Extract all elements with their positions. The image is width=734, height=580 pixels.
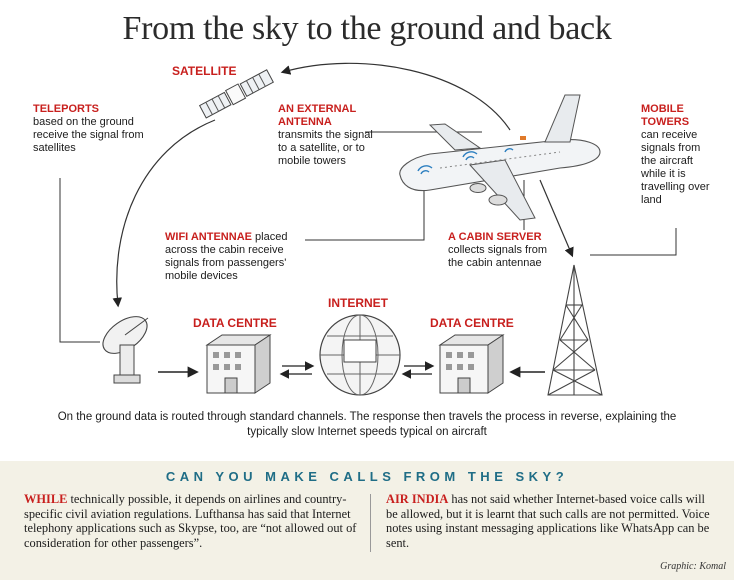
- panel-right-body: has not said whether Internet-based voic…: [386, 492, 710, 550]
- aircraft-icon: [399, 94, 601, 221]
- internet-globe-icon: [319, 314, 401, 396]
- arrow-antenna-to-satellite: [280, 62, 511, 131]
- towers-label: MOBILE TOWERS can receive signals from t…: [641, 103, 717, 207]
- teleports-label: TELEPORTS based on the ground receive th…: [33, 103, 145, 155]
- calls-panel-title: CAN YOU MAKE CALLS FROM THE SKY?: [165, 469, 569, 484]
- satellite-label: SATELLITE: [172, 64, 237, 78]
- teleport-dish-icon: [102, 316, 149, 384]
- data-centre-left-icon: [205, 334, 272, 394]
- graphic-credit: Graphic: Komal: [660, 561, 726, 572]
- leader-wifi: [305, 190, 425, 241]
- panel-divider: [370, 494, 371, 552]
- towers-label-head: MOBILE TOWERS: [641, 103, 690, 128]
- server-label-body: collects signals from the cabin antennae: [448, 244, 548, 269]
- panel-right-text: AIR INDIA has not said whether Internet-…: [386, 492, 712, 550]
- server-label: A CABIN SERVER collects signals from the…: [448, 231, 560, 270]
- page-title: From the sky to the ground and back: [122, 10, 612, 47]
- leader-teleports: [59, 178, 100, 343]
- antenna-label-body: transmits the signal to a satellite, or …: [278, 129, 373, 167]
- satellite-icon: [198, 69, 274, 119]
- towers-label-body: can receive signals from the aircraft wh…: [641, 129, 710, 206]
- data-centre-right-label: DATA CENTRE: [430, 316, 514, 330]
- wifi-label-head: WIFI ANTENNAE: [165, 231, 252, 243]
- data-centre-left-label: DATA CENTRE: [193, 316, 277, 330]
- arrow-plane-to-tower: [539, 179, 574, 258]
- panel-left-lead: WHILE: [24, 492, 68, 506]
- antenna-label-head: AN EXTERNAL ANTENNA: [278, 103, 357, 128]
- internet-label: INTERNET: [328, 296, 388, 310]
- mobile-tower-icon: [547, 264, 603, 396]
- arrow-satellite-to-teleport: [112, 119, 216, 308]
- leader-towers: [590, 228, 677, 256]
- routing-caption: On the ground data is routed through sta…: [57, 411, 677, 438]
- calls-panel: [0, 461, 734, 580]
- wifi-label: WIFI ANTENNAE placed across the cabin re…: [165, 231, 310, 283]
- teleports-label-body: based on the ground receive the signal f…: [33, 116, 144, 154]
- data-centre-right-icon: [438, 334, 505, 394]
- wifi-label-body: placed across the cabin receive signals …: [165, 231, 288, 282]
- server-label-head: A CABIN SERVER: [448, 231, 542, 243]
- antenna-label: AN EXTERNAL ANTENNA transmits the signal…: [278, 103, 378, 168]
- panel-left-body: technically possible, it depends on airl…: [24, 492, 357, 550]
- panel-right-lead: AIR INDIA: [386, 492, 449, 506]
- teleports-label-head: TELEPORTS: [33, 103, 100, 115]
- panel-left-text: WHILE technically possible, it depends o…: [24, 492, 360, 550]
